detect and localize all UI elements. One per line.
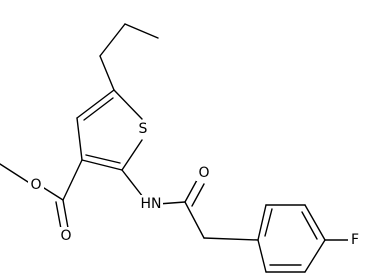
atom-label-o: O <box>60 228 71 244</box>
atom-amide-carbonyl-oxygen: O <box>196 164 212 181</box>
bond-o-methyl <box>0 163 29 183</box>
bond-c3-ester-c <box>62 159 83 201</box>
atom-ester-carbonyl-oxygen: O <box>58 227 74 244</box>
bond-c4-c5 <box>76 89 115 119</box>
bond-ar-c1-c2-inner <box>264 208 273 237</box>
bond-ester-c-o-methyl <box>43 187 64 201</box>
bond-c2-c3-double <box>85 154 121 164</box>
atom-labels: O O S HN O F <box>28 120 362 249</box>
bond-c5-s <box>113 89 143 120</box>
atom-label-hn: HN <box>141 196 162 212</box>
bond-lines <box>0 23 349 273</box>
bond-propyl-c1-c2 <box>124 23 159 39</box>
bond-propyl-to-ring <box>99 55 115 91</box>
atom-ring-sulfur: S <box>135 120 151 139</box>
bond-ar-c4-c5 <box>304 239 326 273</box>
atom-label-f: F <box>351 232 359 248</box>
bond-ch2-aryl <box>203 237 259 241</box>
atom-ester-methyl-oxygen: O <box>28 176 44 193</box>
bond-c2-n <box>121 169 144 198</box>
bond-ar-c6-c1 <box>257 239 267 273</box>
bond-ar-c3-c4 <box>304 204 326 241</box>
bond-s-c2 <box>121 139 143 171</box>
bond-ester-c-o-carbonyl-double <box>55 201 62 230</box>
atom-label-o: O <box>30 177 41 193</box>
atom-fluorine: F <box>348 231 362 249</box>
bond-propyl-c2-c3 <box>99 23 126 57</box>
bond-carbonyl-c-ch2 <box>184 201 205 239</box>
bond-c3-c4 <box>76 117 83 161</box>
bond-ar-c3-c4-inner <box>301 211 318 240</box>
bond-ar-c1-c2 <box>257 204 267 241</box>
atom-label-o: O <box>198 165 209 181</box>
atom-label-s: S <box>139 121 148 137</box>
atom-amide-nh: HN <box>139 195 163 213</box>
bond-carbonyl-c-o-double <box>191 183 205 207</box>
bond-carbonyl-c-o <box>184 179 198 203</box>
bond-c4-c5-double <box>83 97 114 121</box>
bond-c2-c3 <box>81 159 123 171</box>
bond-ester-c-o-carbonyl <box>62 199 69 229</box>
